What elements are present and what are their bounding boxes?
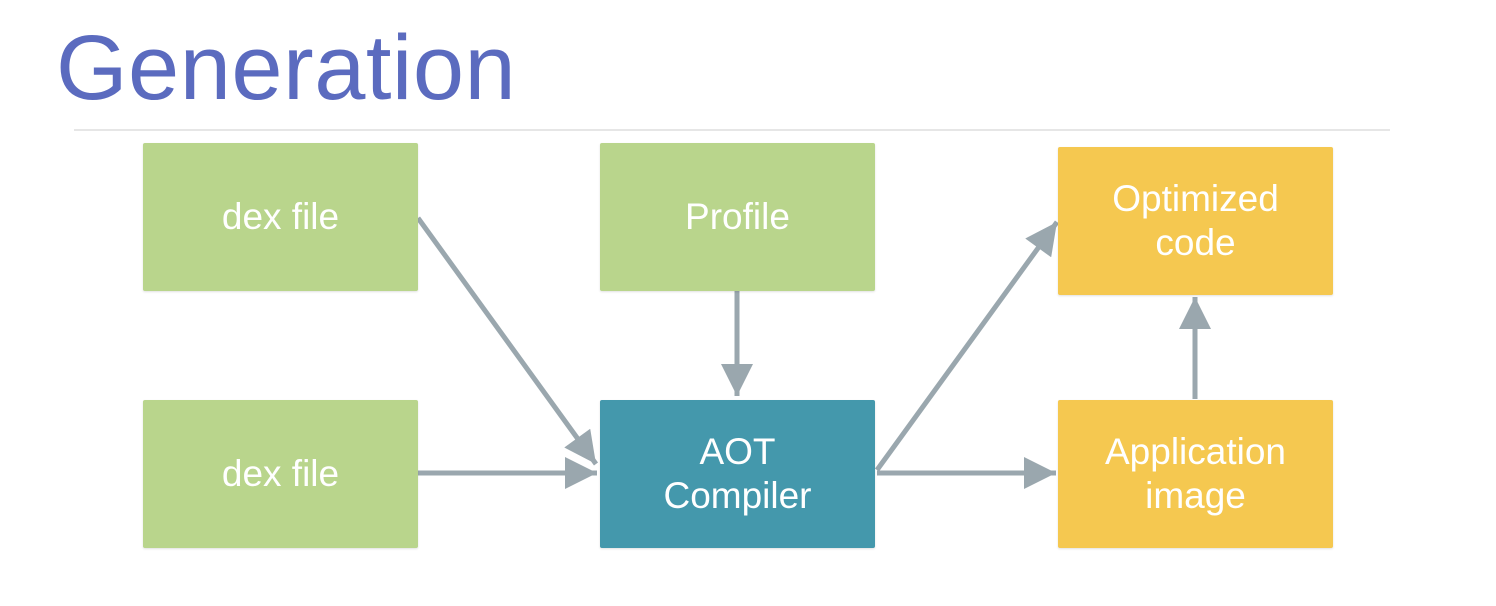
title-divider	[74, 129, 1390, 131]
arrow-compiler-to-optimized	[874, 220, 1060, 472]
application-image-box: Application image	[1058, 400, 1333, 548]
arrow-dex1-to-compiler	[415, 216, 599, 466]
profile-box: Profile	[600, 143, 875, 291]
dex-file-box-top: dex file	[143, 143, 418, 291]
aot-compiler-box: AOT Compiler	[600, 400, 875, 548]
optimized-code-box: Optimized code	[1058, 147, 1333, 295]
dex-file-box-bottom: dex file	[143, 400, 418, 548]
slide-title: Generation	[56, 17, 517, 119]
